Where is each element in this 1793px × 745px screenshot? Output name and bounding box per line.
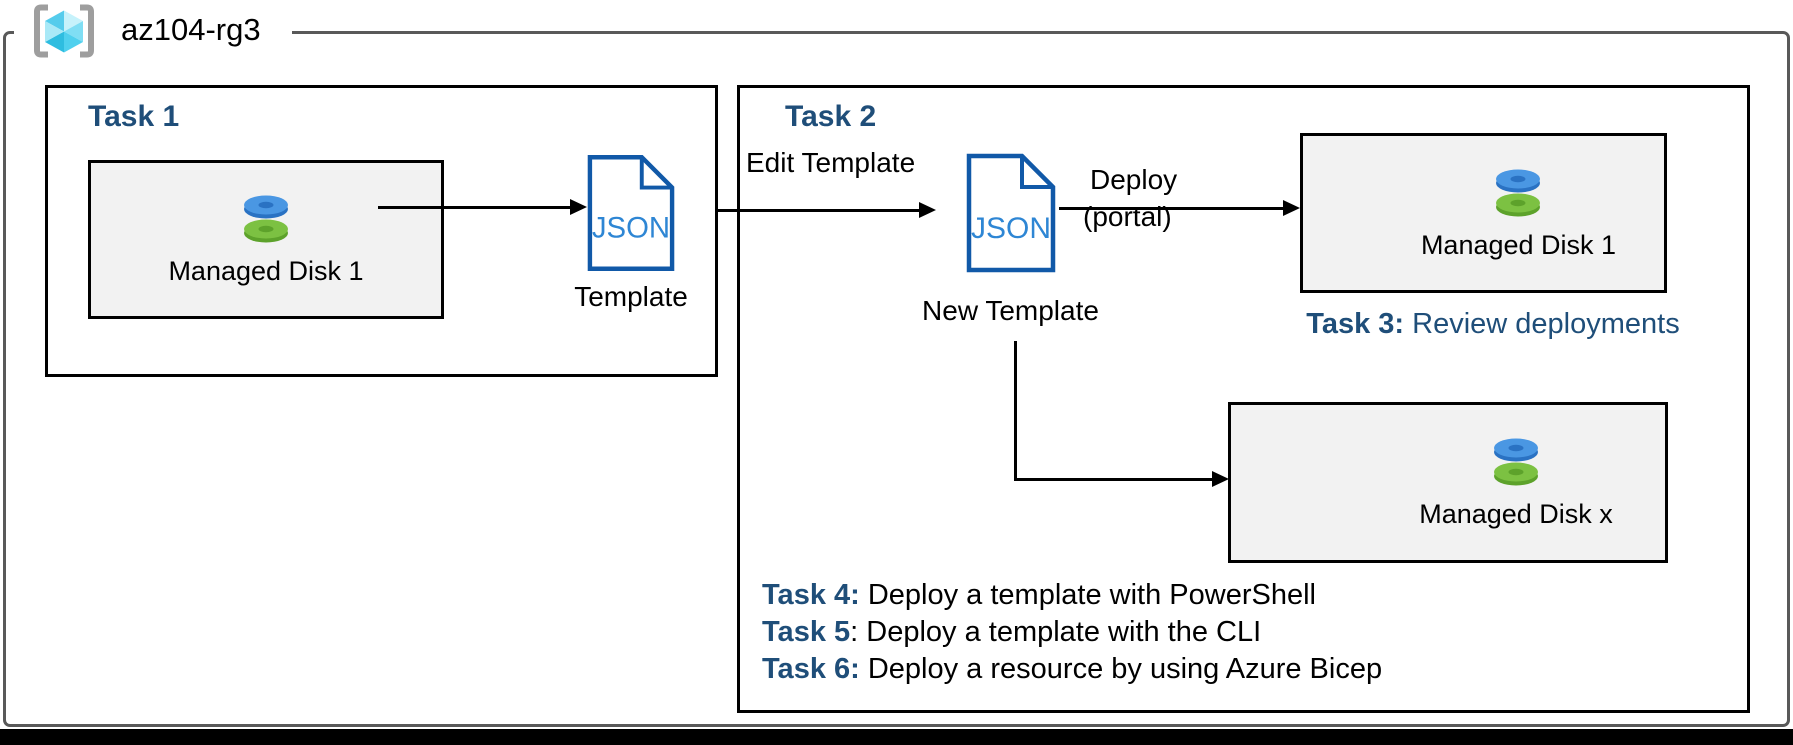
arrow-edit-template-line [718,209,921,212]
arrow-deploy-line [1059,207,1285,210]
task3-text: Review deployments [1404,308,1680,340]
arrow-deploy-head [1283,200,1300,216]
arrow-new-template-vline [1014,341,1017,481]
managed-disk-x-label: Managed Disk x [1419,499,1613,529]
json-template-icon: JSON [586,152,676,279]
task3-label: Task 3: Review deployments [1293,308,1693,341]
task6-prefix: Task 6: [762,653,860,685]
managed-disk-1-deployed-box: Managed Disk 1 [1300,133,1667,293]
task-list-item: Task 6: Deploy a resource by using Azure… [762,651,1382,688]
task3-prefix: Task 3: [1306,308,1405,340]
json-icon-text: JSON [592,211,670,244]
task-list-item: Task 5: Deploy a template with the CLI [762,614,1382,651]
task5-prefix: Task 5 [762,616,851,648]
bottom-black-bar [0,729,1793,745]
edit-template-label: Edit Template [746,147,916,178]
task2-title: Task 2 [785,100,877,133]
resource-group-name: az104-rg3 [121,12,261,47]
managed-disk-icon [1486,166,1550,227]
json-icon-text: JSON [971,212,1051,245]
resource-group-icon [30,3,98,64]
task1-title: Task 1 [88,100,180,133]
frame-label-gap [14,28,292,38]
managed-disk-1-deployed-label: Managed Disk 1 [1420,229,1617,260]
resource-group-frame [3,31,1790,727]
arrow-new-template-head [1212,471,1229,487]
arrow-disk-to-template-line [378,206,574,209]
deploy-label: Deploy [1090,164,1178,195]
task4-text: Deploy a template with PowerShell [859,579,1316,611]
managed-disk-1-box: Managed Disk 1 [88,160,444,319]
arrow-edit-template-head [919,202,936,218]
task-list: Task 4: Deploy a template with PowerShel… [762,577,1382,688]
managed-disk-icon [1484,435,1548,496]
task4-prefix: Task 4: [762,579,860,611]
arrow-new-template-hline [1014,478,1214,481]
template-label: Template [574,281,688,312]
managed-disk-x-box: Managed Disk x [1228,402,1668,563]
managed-disk-1-label: Managed Disk 1 [168,256,364,286]
arrow-disk-to-template-head [570,199,587,215]
managed-disk-icon [234,192,298,253]
task6-text: Deploy a resource by using Azure Bicep [859,653,1383,685]
task-list-item: Task 4: Deploy a template with PowerShel… [762,577,1382,614]
json-new-template-icon: JSON [965,152,1057,279]
portal-label: (portal) [1083,201,1172,232]
new-template-label: New Template [922,295,1099,326]
task5-text: : Deploy a template with the CLI [850,616,1262,648]
